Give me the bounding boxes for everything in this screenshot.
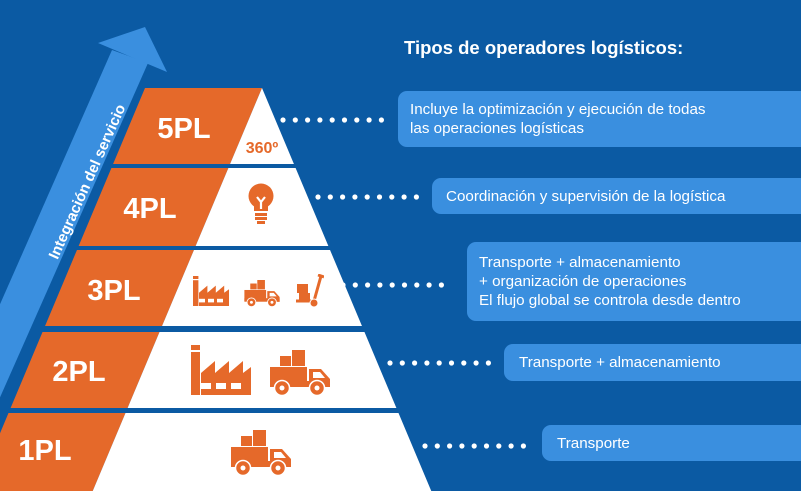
description-line: Coordinación y supervisión de la logísti…	[446, 187, 726, 205]
description-box-1pl: Transporte	[542, 425, 801, 461]
connector-dot	[352, 282, 358, 288]
connector-dot	[412, 360, 418, 366]
description-line: Transporte + almacenamiento	[479, 254, 681, 271]
connector-dot	[378, 117, 384, 123]
level-label-2pl: 2PL	[52, 356, 105, 388]
connector-dot	[438, 282, 444, 288]
connector-dot	[340, 282, 346, 288]
page-title: Tipos de operadores logísticos:	[404, 37, 684, 58]
connector-dot	[389, 282, 395, 288]
connector-dot	[354, 117, 360, 123]
connector-dot	[401, 282, 408, 288]
description-line: Incluye la optimización y ejecución de t…	[410, 101, 706, 118]
pyramid-level-5pl-label-band	[113, 88, 262, 164]
connector-dot	[389, 194, 395, 200]
connector-dot	[364, 194, 370, 200]
connector-dots	[280, 117, 527, 449]
level-label-1pl: 1PL	[18, 435, 71, 467]
connector-dot	[424, 360, 430, 366]
connector-dot	[434, 443, 440, 449]
connector-dot	[496, 443, 502, 449]
connector-dot	[459, 443, 465, 449]
connector-dot	[422, 443, 428, 449]
connector-dot	[341, 117, 348, 123]
connector-dot	[292, 117, 298, 123]
connector-dot	[317, 117, 323, 123]
connector-dot	[483, 443, 490, 449]
description-line: + organización de operaciones	[479, 273, 687, 290]
pyramid-level-3pl-label-band	[45, 250, 194, 326]
pyramid-level-5pl-icon-band	[230, 88, 294, 164]
connector-dot	[366, 117, 372, 123]
connector-dot	[376, 194, 383, 200]
360-badge: 360º	[246, 140, 279, 157]
connector-dot	[365, 282, 371, 288]
connector-dot	[305, 117, 311, 123]
connector-dot	[401, 194, 407, 200]
connector-dot	[447, 443, 453, 449]
description-box-2pl: Transporte + almacenamiento	[504, 344, 801, 381]
level-label-5pl: 5PL	[157, 113, 210, 145]
connector-dot	[414, 282, 420, 288]
description-line: Transporte	[557, 434, 630, 452]
description-box-4pl: Coordinación y supervisión de la logísti…	[432, 178, 801, 214]
description-line: las operaciones logísticas	[410, 120, 584, 137]
connector-dot	[485, 360, 491, 366]
description-box-5pl: Incluye la optimización y ejecución de t…	[398, 91, 801, 147]
level-label-4pl: 4PL	[123, 193, 176, 225]
connector-dot	[471, 443, 477, 449]
description-line: Transporte + almacenamiento	[519, 354, 721, 371]
pyramid-level-4pl-label-band	[78, 168, 229, 246]
connector-dot	[329, 117, 335, 123]
connector-dot	[461, 360, 467, 366]
connector-dot	[448, 360, 455, 366]
connector-dot	[520, 443, 527, 449]
connector-dot	[413, 194, 419, 200]
pyramid-level-2pl-label-band	[10, 332, 160, 408]
connector-dot	[280, 117, 286, 123]
connector-dot	[508, 443, 514, 449]
connector-dot	[473, 360, 479, 366]
description-box-3pl: Transporte + almacenamiento + organizaci…	[467, 242, 801, 321]
connector-dot	[327, 194, 333, 200]
connector-dot	[352, 194, 358, 200]
connector-dot	[340, 194, 346, 200]
connector-dot	[426, 282, 432, 288]
pyramid-level-1pl-label-band	[0, 413, 126, 491]
connector-dot	[387, 360, 393, 366]
connector-dot	[399, 360, 405, 366]
connector-dot	[377, 282, 383, 288]
level-label-3pl: 3PL	[87, 275, 140, 307]
connector-dot	[436, 360, 442, 366]
connector-dot	[315, 194, 321, 200]
description-line: El flujo global se controla desde dentro	[479, 292, 741, 309]
pyramid-level-2pl-icon-band	[127, 332, 397, 408]
